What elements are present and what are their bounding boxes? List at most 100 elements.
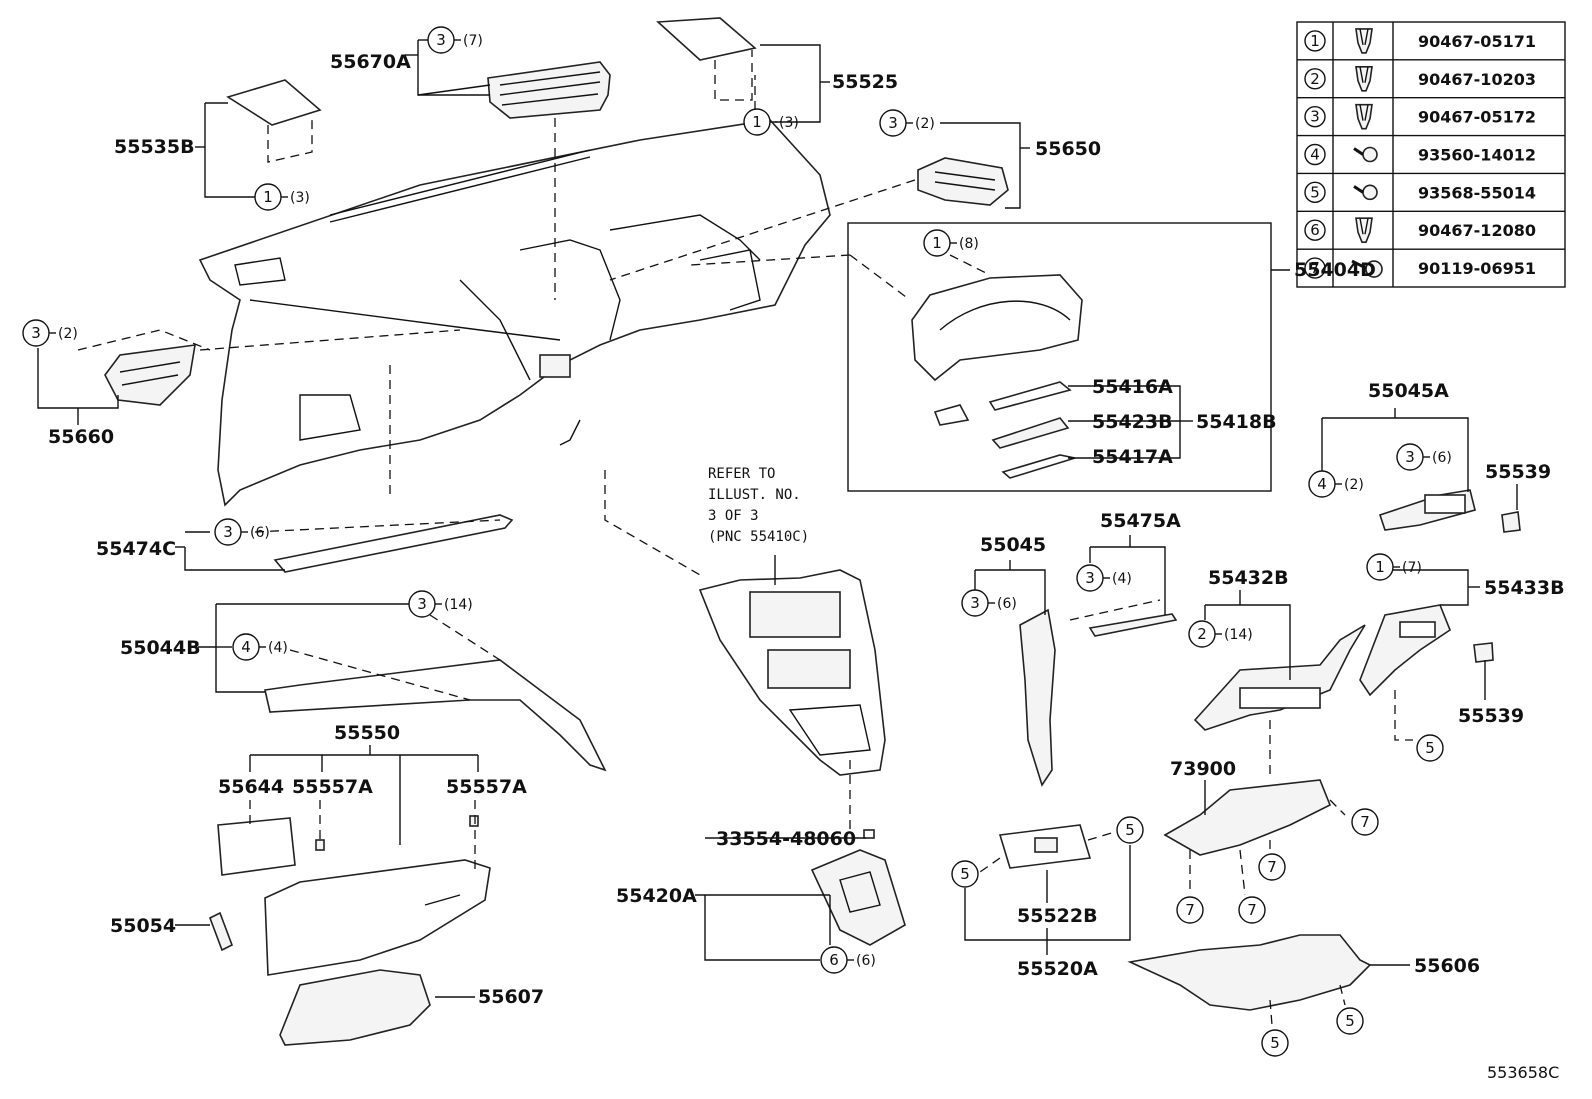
bolt-icon <box>1351 259 1383 278</box>
callout-quantity: (4) <box>1112 571 1132 587</box>
refer-note-line-2: ILLUST. NO. <box>708 487 801 503</box>
part-label-55433B: 55433B <box>1484 577 1565 599</box>
refer-note-line-4: (PNC 55410C) <box>708 529 809 545</box>
callout-bubble: 3(6) <box>214 518 270 546</box>
callout-fastener-number: 7 <box>1267 858 1277 876</box>
callout-fastener-number: 5 <box>960 865 970 883</box>
cover-panel-55535B-drawing <box>226 79 322 163</box>
fastener-number-circle <box>1304 30 1326 52</box>
instrument-panel-drawing <box>198 119 831 507</box>
callout-bubble: 1 (3) <box>743 108 799 136</box>
part-label-55420A: 55420A <box>616 885 697 907</box>
switch-55539-lower-drawing <box>1473 642 1494 663</box>
callout-bubble: 3 (6) <box>961 589 1017 617</box>
callout-fastener-number: 7 <box>1360 813 1370 831</box>
glove-box-panel-drawing <box>217 817 296 876</box>
callout-quantity: (7) <box>1402 560 1422 576</box>
fastener-row: 4 93560-14012 <box>1297 134 1565 166</box>
callout-fastener-number: 5 <box>1125 821 1135 839</box>
bracket-73900-drawing <box>1163 779 1332 856</box>
callout-quantity: (3) <box>779 115 799 131</box>
part-label-55432B: 55432B <box>1208 567 1289 589</box>
clip-icon <box>1355 65 1373 92</box>
side-panel-55433B-drawing <box>1359 604 1451 697</box>
part-labels: 55670A 55525 55535B 55650 55660 55404D 5… <box>48 51 1565 1082</box>
part-label-55045: 55045 <box>980 534 1046 556</box>
callout-bubble: 5 <box>1116 816 1144 844</box>
part-label-55045A: 55045A <box>1368 380 1449 402</box>
callout-bubble: 5 <box>1261 1029 1289 1057</box>
callout-quantity: (6) <box>856 953 876 969</box>
callout-fastener-number: 1 <box>752 113 762 131</box>
callout-fastener-number: 3 <box>1085 569 1095 587</box>
refer-note-line-1: REFER TO <box>708 466 775 482</box>
part-label-55557A-right: 55557A <box>446 776 527 798</box>
shift-panel-drawing <box>810 829 906 946</box>
callout-quantity: (6) <box>997 596 1017 612</box>
callout-quantity: (2) <box>1344 477 1364 493</box>
part-label-33554-48060: 33554-48060 <box>716 828 856 850</box>
callout-fastener-number: 3 <box>888 114 898 132</box>
side-trim-55045-drawing <box>1019 608 1056 787</box>
callout-fastener-number: 3 <box>31 324 41 342</box>
callout-fastener-number: 3 <box>436 31 446 49</box>
fastener-number: 2 <box>1310 70 1320 88</box>
fastener-part-number: 90119-06951 <box>1418 259 1536 278</box>
callout-fastener-number: 4 <box>241 638 251 656</box>
callout-quantity: (14) <box>444 597 473 613</box>
fastener-number: 7 <box>1310 259 1320 277</box>
fastener-row: 7 90119-06951 <box>1297 248 1565 279</box>
callout-fastener-number: 5 <box>1425 739 1435 757</box>
callout-bubble: 3 (4) <box>1076 564 1132 592</box>
callout-fastener-number: 6 <box>829 951 839 969</box>
callout-bubble: 7 <box>1258 853 1286 881</box>
callout-bubble: 3(14) <box>408 590 473 618</box>
callout-bubble: 1(8) <box>923 229 979 257</box>
part-label-73900: 73900 <box>1170 758 1236 780</box>
callout-fastener-number: 1 <box>1375 558 1385 576</box>
callout-fastener-number: 2 <box>1197 625 1207 643</box>
center-console-drawing <box>698 569 886 776</box>
callout-bubble: 3(7) <box>427 26 483 54</box>
callout-bubble: 5 <box>1416 734 1444 762</box>
fastener-part-number: 93560-14012 <box>1418 146 1536 165</box>
lower-bracket-55606-drawing <box>1127 934 1372 1011</box>
callout-bubble: 1(3) <box>254 183 310 211</box>
fastener-number-circle <box>1304 143 1326 166</box>
part-label-55557A-left: 55557A <box>292 776 373 798</box>
callout-fastener-number: 5 <box>1270 1034 1280 1052</box>
callout-quantity: (2) <box>58 326 78 342</box>
callout-bubble: 7 <box>1176 896 1204 924</box>
part-label-55522B: 55522B <box>1017 905 1098 927</box>
callout-quantity: (4) <box>268 640 288 656</box>
part-label-55607: 55607 <box>478 986 544 1008</box>
part-label-55404D: 55404D <box>1294 259 1376 281</box>
part-label-55539-lower: 55539 <box>1458 705 1524 727</box>
fastener-part-number: 90467-10203 <box>1418 70 1536 89</box>
lower-panel-55432B-drawing <box>1193 624 1366 731</box>
fastener-number: 4 <box>1310 146 1320 164</box>
trim-strip-55475A-drawing <box>1088 613 1178 637</box>
cover-panel-55525-drawing <box>656 17 757 101</box>
callout-fastener-number: 3 <box>223 523 233 541</box>
switch-55539-upper-drawing <box>1501 511 1521 533</box>
clip-icon <box>1355 28 1373 54</box>
clip-icon <box>1355 217 1373 244</box>
callout-bubble: 3 (2) <box>879 109 935 137</box>
module-55522B-drawing <box>998 824 1092 869</box>
part-label-55423B: 55423B <box>1092 411 1173 433</box>
part-label-55520A: 55520A <box>1017 958 1098 980</box>
part-label-55054: 55054 <box>110 915 176 937</box>
callout-fastener-number: 3 <box>1405 448 1415 466</box>
callout-quantity: (2) <box>915 116 935 132</box>
fastener-number: 6 <box>1310 221 1320 239</box>
callout-fastener-number: 3 <box>970 594 980 612</box>
callout-fastener-number: 5 <box>1345 1012 1355 1030</box>
fastener-number-circle <box>1304 181 1326 204</box>
part-label-55550: 55550 <box>334 722 400 744</box>
